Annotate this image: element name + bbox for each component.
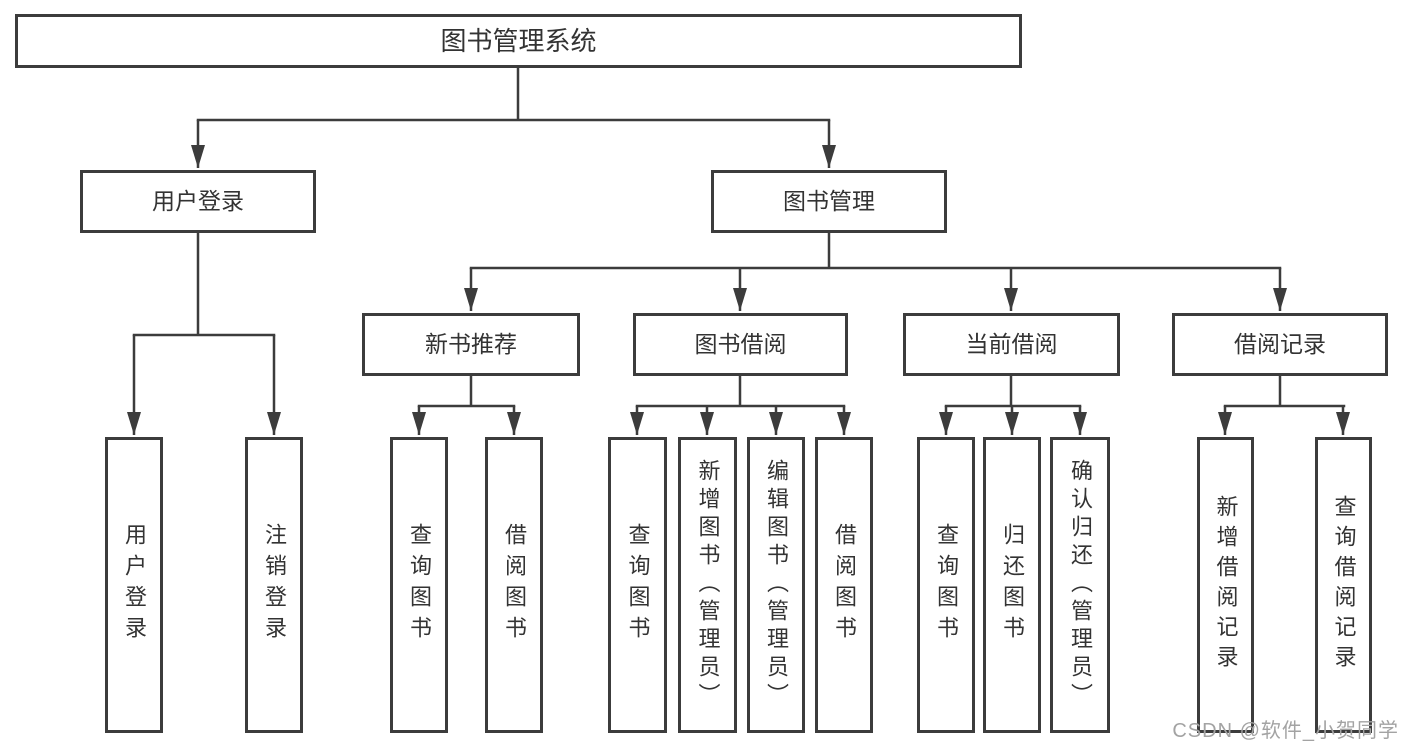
csdn-watermark: CSDN @软件_小贺同学 bbox=[1172, 720, 1399, 742]
node-leaf-borrow-edit: 编辑图书（管理员） bbox=[747, 437, 805, 733]
node-leaf-newbook-query: 查询图书 bbox=[390, 437, 448, 733]
node-leaf-user-login: 用户登录 bbox=[105, 437, 163, 733]
node-leaf-current-query: 查询图书 bbox=[917, 437, 975, 733]
node-book-borrow: 图书借阅 bbox=[633, 313, 848, 376]
node-root: 图书管理系统 bbox=[15, 14, 1022, 68]
node-leaf-current-confirm: 确认归还（管理员） bbox=[1050, 437, 1110, 733]
node-leaf-records-add: 新增借阅记录 bbox=[1197, 437, 1254, 733]
node-new-book-recommend: 新书推荐 bbox=[362, 313, 580, 376]
node-leaf-borrow-query: 查询图书 bbox=[608, 437, 667, 733]
node-leaf-current-return: 归还图书 bbox=[983, 437, 1041, 733]
node-user-login-group: 用户登录 bbox=[80, 170, 316, 233]
node-leaf-records-query: 查询借阅记录 bbox=[1315, 437, 1372, 733]
node-leaf-borrow-add: 新增图书（管理员） bbox=[678, 437, 737, 733]
node-book-management: 图书管理 bbox=[711, 170, 947, 233]
node-borrow-records: 借阅记录 bbox=[1172, 313, 1388, 376]
node-current-borrow: 当前借阅 bbox=[903, 313, 1120, 376]
node-leaf-logout: 注销登录 bbox=[245, 437, 303, 733]
node-leaf-borrow-borrow: 借阅图书 bbox=[815, 437, 873, 733]
node-leaf-newbook-borrow: 借阅图书 bbox=[485, 437, 543, 733]
